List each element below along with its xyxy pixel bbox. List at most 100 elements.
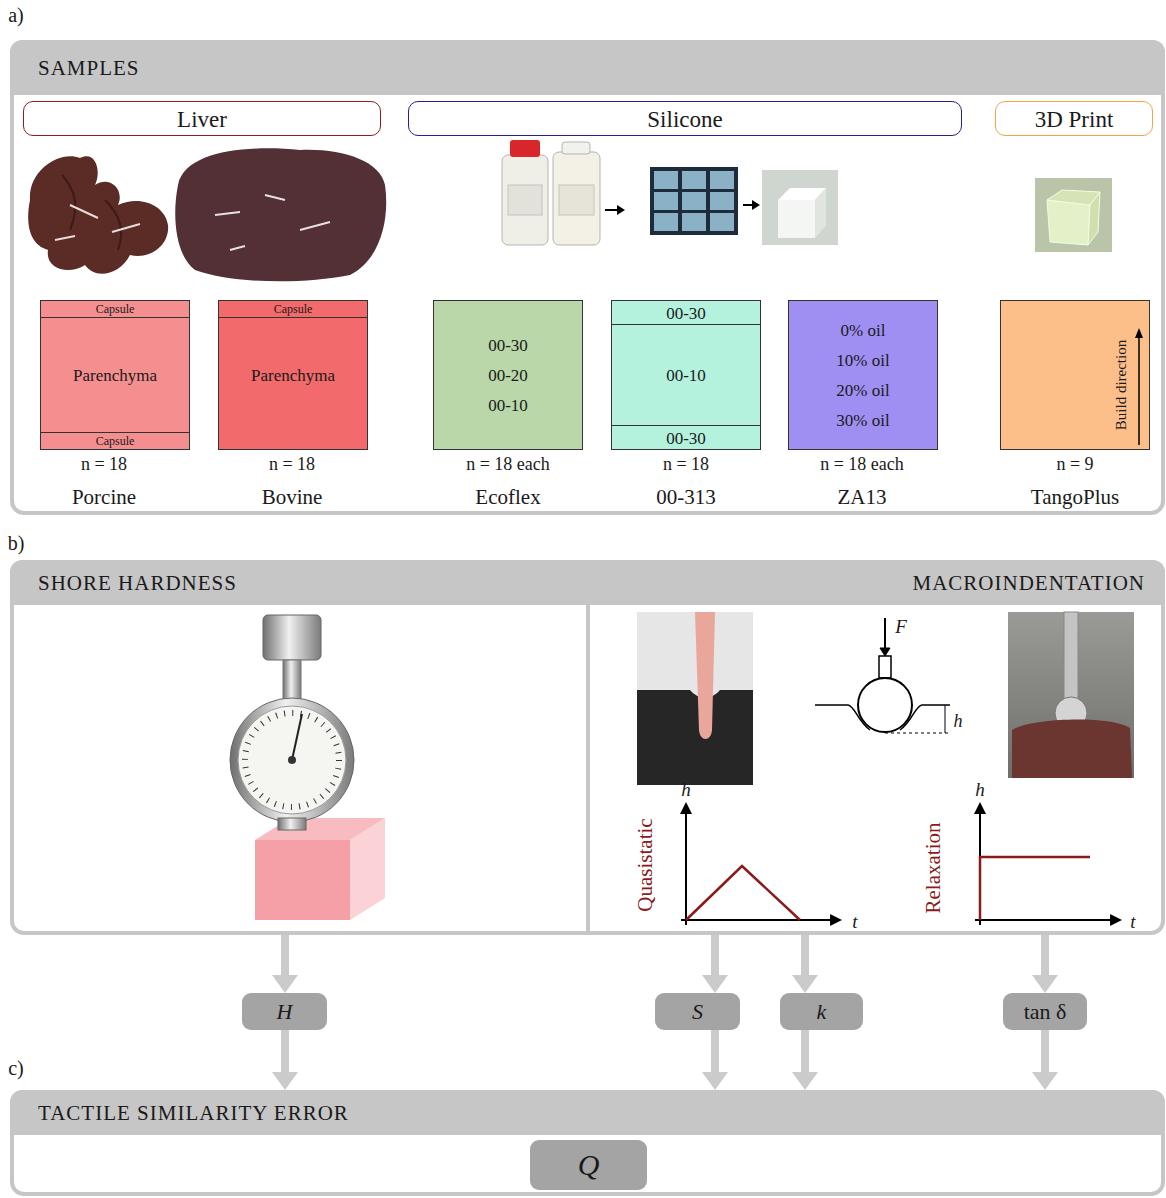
flow-arrow [272, 1030, 298, 1090]
bovine-liver-photo [175, 148, 386, 281]
arrow-head [1032, 975, 1058, 993]
node-text: Capsule [96, 435, 135, 447]
node-text: 00-20 [488, 367, 528, 384]
node-text: Silicone [647, 107, 722, 130]
node-text: 10% oil [836, 352, 889, 369]
label-text: n = 18 [663, 455, 709, 473]
label-text: h [681, 780, 691, 799]
node-text: Capsule [274, 303, 313, 315]
node-text: Liver [177, 107, 227, 130]
group-header: 3D Print [995, 101, 1153, 136]
build-arrow [1138, 336, 1140, 445]
flow-arrow [792, 1030, 818, 1090]
node-text: 00-30 [666, 429, 706, 446]
arrow-shaft [801, 935, 809, 977]
label-text: Quasistatic [635, 818, 656, 911]
node-text: Capsule [96, 303, 135, 315]
arrow-shaft [801, 1030, 809, 1074]
node-text: Build direction [1114, 340, 1129, 430]
label-text: n = 18 each [466, 455, 550, 473]
label-text: h [954, 712, 963, 730]
node-text: tan δ [1024, 1001, 1067, 1023]
node-text: Parenchyma [73, 367, 157, 384]
node-text: 3D Print [1035, 107, 1114, 130]
panel-title: SHORE HARDNESS [38, 572, 237, 593]
silicone-cube-photo [762, 170, 838, 245]
label-text: Porcine [72, 487, 136, 508]
sample-block: Build direction [1000, 300, 1150, 450]
node-text: S [692, 1001, 703, 1023]
node-text: 00-10 [488, 397, 528, 414]
silicone-bottles [502, 140, 600, 245]
sample-block: 00-10 00-30 00-30 [611, 300, 761, 450]
sample-block: Parenchyma Capsule [218, 300, 368, 450]
capsule-layer: Capsule [40, 432, 190, 450]
arrow-shaft [1041, 935, 1049, 977]
label-text: Ecoflex [475, 487, 540, 508]
label-text: a) [8, 5, 24, 25]
parameter-tag: S [655, 993, 740, 1030]
flow-arrow [702, 935, 728, 993]
arrow-shaft [281, 1030, 289, 1074]
label-text: 00-313 [656, 487, 716, 508]
node-text: 00-10 [666, 367, 706, 384]
label-text: n = 18 [269, 455, 315, 473]
arrow-head [792, 975, 818, 993]
sample-block: 00-30 00-20 00-10 [433, 300, 583, 450]
arrow-shaft [281, 935, 289, 977]
arrow-head [702, 1072, 728, 1090]
node-text: 20% oil [836, 382, 889, 399]
node-text: H [277, 1001, 293, 1023]
flow-arrow [702, 1030, 728, 1090]
label-text: F [895, 617, 907, 636]
node-text: 0% oil [841, 322, 886, 339]
methods-panel: SHORE HARDNESS MACROINDENTATION [10, 560, 1165, 935]
printed-cube-photo [1035, 178, 1112, 252]
label-text: Relaxation [923, 823, 944, 914]
arrow-shaft [711, 1030, 719, 1074]
flow-arrow [1032, 1030, 1058, 1090]
panel-divider [586, 605, 590, 933]
indenter-photo [1008, 612, 1134, 778]
node-text: Parenchyma [251, 367, 335, 384]
load-graph [680, 802, 1122, 926]
silicone-layer: 00-30 [611, 300, 761, 325]
panel-header-band [10, 40, 1165, 95]
label-text: Bovine [262, 487, 323, 508]
durometer [230, 615, 385, 920]
flow-arrow [792, 935, 818, 993]
capsule-layer: Capsule [40, 300, 190, 318]
node-text: k [817, 1001, 827, 1023]
label-text: n = 9 [1056, 455, 1093, 473]
node-text: Q [578, 1150, 600, 1180]
arrow-head [792, 1072, 818, 1090]
label-text: ZA13 [838, 487, 887, 508]
node-text: 30% oil [836, 412, 889, 429]
arrow-head [272, 975, 298, 993]
label-text: TangoPlus [1031, 487, 1119, 508]
build-arrow-head [1135, 328, 1143, 338]
node-text: 00-30 [666, 304, 706, 321]
node-text: 00-30 [488, 337, 528, 354]
parameter-tag: k [780, 993, 863, 1030]
flow-arrow [272, 935, 298, 993]
capsule-layer: Capsule [218, 300, 368, 318]
arrow-head [702, 975, 728, 993]
panel-title: MACROINDENTATION [913, 572, 1145, 593]
sample-block: ParenchymaCapsuleCapsule [40, 300, 190, 450]
label-text: n = 18 each [820, 455, 904, 473]
label-text: n = 18 [81, 455, 127, 473]
label-text: h [975, 780, 985, 799]
porcine-liver-photo [28, 156, 168, 274]
panel-title: SAMPLES [38, 57, 140, 78]
parameter-tag: tan δ [1003, 993, 1087, 1030]
methods-panel-outline [10, 560, 1165, 935]
mould [650, 167, 738, 235]
result-tag: Q [530, 1140, 647, 1190]
label-text: c) [8, 1058, 24, 1078]
label-text: t [852, 912, 857, 931]
arrow-shaft [1041, 1030, 1049, 1074]
group-header: Liver [23, 101, 381, 136]
